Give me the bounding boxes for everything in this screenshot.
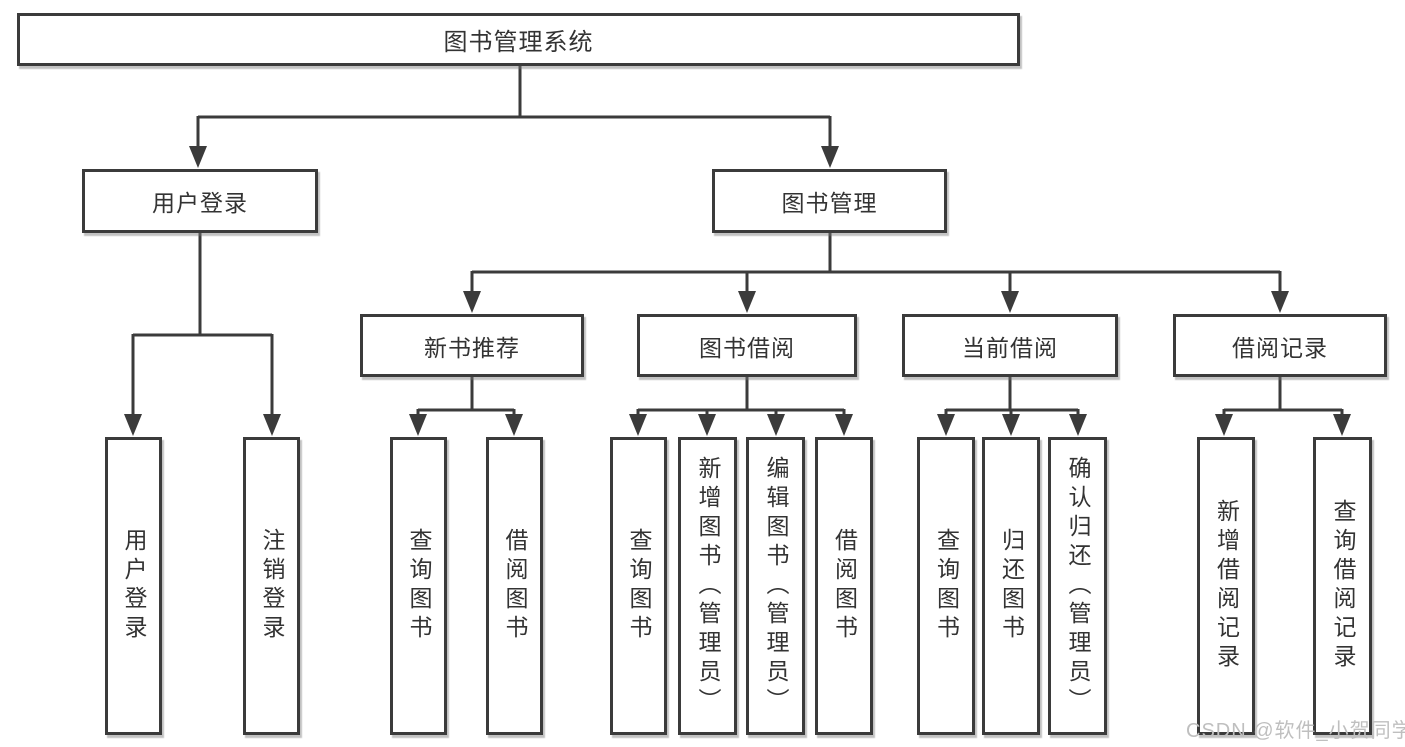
connector-new-book-recommend (409, 377, 523, 436)
connector-user-login (124, 233, 281, 436)
node-library-management-system: 图书管理系统 (17, 13, 1020, 66)
node-add-borrow-record: 新增借阅记录 (1197, 437, 1255, 735)
node-current-borrow: 当前借阅 (902, 314, 1118, 377)
node-edit-books-admin: 编辑图书（管理员） (746, 437, 805, 735)
connector-book-borrow (629, 377, 853, 436)
node-borrow-books: 借阅图书 (815, 437, 873, 735)
node-borrow-records: 借阅记录 (1173, 314, 1387, 377)
node-book-management: 图书管理 (712, 169, 947, 233)
node-new-book-recommend: 新书推荐 (360, 314, 584, 377)
node-query-books-recommend: 查询图书 (390, 437, 447, 735)
node-query-books-current: 查询图书 (917, 437, 975, 735)
node-logout-action: 注销登录 (243, 437, 300, 735)
node-user-login: 用户登录 (82, 169, 318, 233)
node-borrow-books-recommend: 借阅图书 (486, 437, 543, 735)
connector-book-management (463, 233, 1289, 313)
connector-current-borrow (937, 377, 1087, 436)
connector-root (189, 66, 839, 168)
connector-borrow-records (1215, 377, 1351, 436)
node-book-borrow: 图书借阅 (637, 314, 857, 377)
node-user-login-action: 用户登录 (105, 437, 162, 735)
node-confirm-return-admin: 确认归还（管理员） (1048, 437, 1107, 735)
node-add-books-admin: 新增图书（管理员） (678, 437, 737, 735)
node-return-books: 归还图书 (982, 437, 1040, 735)
node-query-books-borrow: 查询图书 (610, 437, 667, 735)
csdn-watermark: CSDN @软件_小贺同学 (1186, 720, 1405, 742)
node-query-borrow-record: 查询借阅记录 (1313, 437, 1372, 735)
